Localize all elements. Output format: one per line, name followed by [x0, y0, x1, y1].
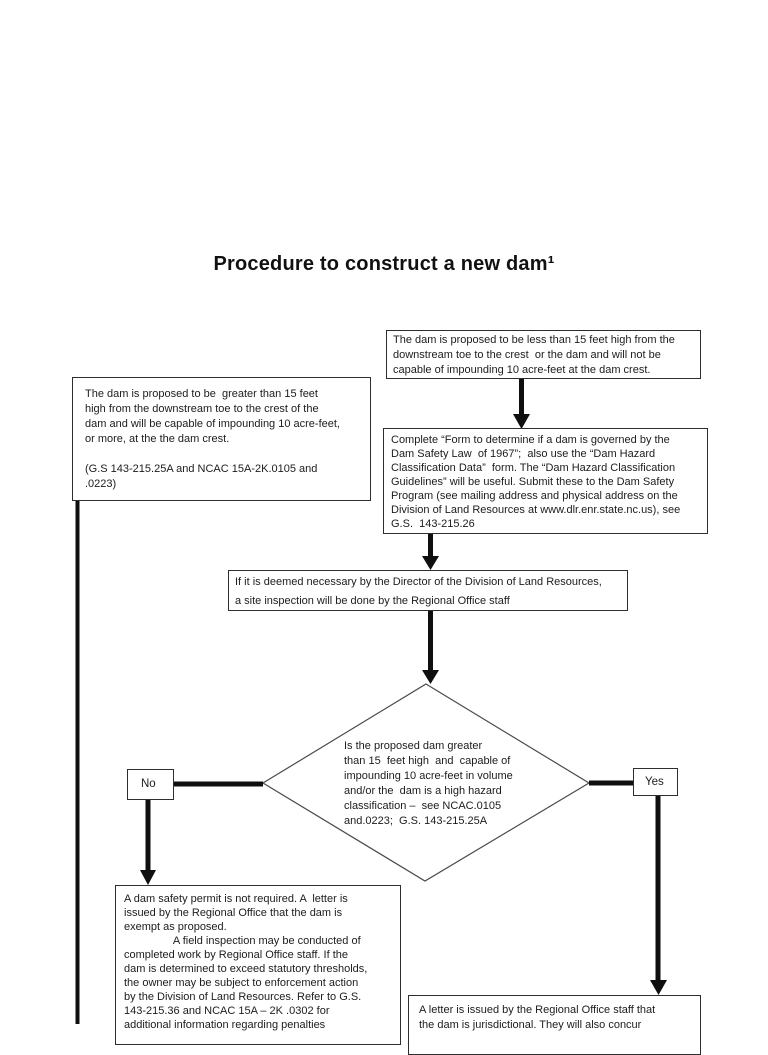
arrowhead-form-to-inspection [422, 556, 439, 570]
arrowhead-nonjurisdictional-to-form [513, 414, 530, 429]
flow-box-jurisdictional-criteria: The dam is proposed to be greater than 1… [72, 377, 371, 501]
document-page: { "page": { "title": "Procedure to const… [72, 253, 708, 1055]
flow-label-no: No [127, 769, 174, 800]
flow-box-letter-jurisdictional: A letter is issued by the Regional Offic… [408, 995, 701, 1055]
arrowhead-yes-to-letter [650, 980, 667, 995]
flow-label-yes: Yes [633, 768, 678, 796]
flow-box-non-jurisdictional-criteria: The dam is proposed to be less than 15 f… [386, 330, 701, 379]
arrowhead-no-to-exempt [140, 870, 156, 885]
flow-box-permit-not-required: A dam safety permit is not required. A l… [115, 885, 401, 1045]
flow-box-site-inspection: If it is deemed necessary by the Directo… [228, 570, 628, 611]
flow-box-complete-form: Complete “Form to determine if a dam is … [383, 428, 708, 534]
arrowhead-inspection-to-diamond [422, 670, 439, 684]
page-title: Procedure to construct a new dam¹ [213, 253, 555, 275]
connector-layer [75, 378, 667, 1024]
decision-diamond-shape [261, 683, 591, 882]
decision-diamond-text: Is the proposed dam greater than 15 feet… [344, 740, 513, 827]
